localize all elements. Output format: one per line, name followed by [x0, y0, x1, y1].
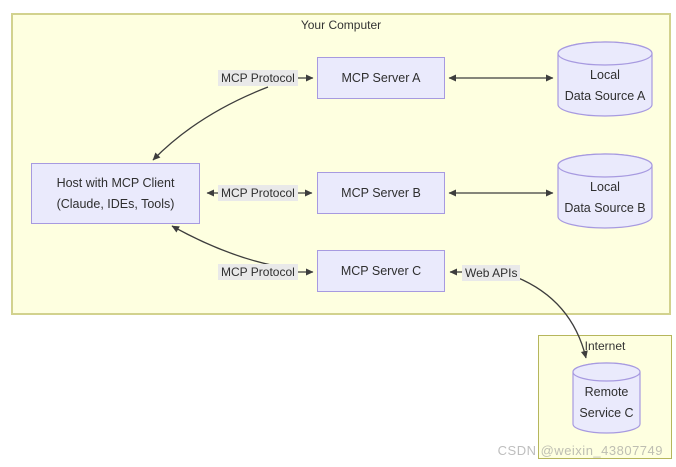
mcp-server-a-label: MCP Server A [341, 70, 421, 85]
host-label-line2: (Claude, IDEs, Tools) [56, 196, 175, 211]
datasource-a-line1: Local [590, 68, 620, 82]
group-title-internet: Internet [584, 339, 626, 353]
remote-service-line2: Service C [579, 406, 634, 420]
edge-label-mcp-protocol-c: MCP Protocol [218, 264, 298, 280]
mcp-server-c-label: MCP Server C [340, 263, 422, 278]
edge-protocol-c-to-host [171, 225, 294, 270]
database-cylinder-icon [572, 362, 641, 434]
mcp-server-b-label: MCP Server B [341, 185, 421, 200]
remote-service-line1: Remote [584, 385, 629, 399]
group-internet: Internet [538, 335, 672, 459]
host-label-line1: Host with MCP Client [56, 175, 175, 190]
edge-web-apis-to-remote-service [515, 276, 588, 359]
edge-label-web-apis: Web APIs [462, 265, 521, 281]
group-title-your-computer: Your Computer [300, 18, 382, 32]
node-mcp-server-b: MCP Server B [317, 172, 445, 214]
watermark: CSDN @weixin_43807749 [497, 443, 663, 458]
edge-protocol-a-to-host [152, 86, 269, 161]
edge-label-mcp-protocol-b: MCP Protocol [218, 185, 298, 201]
database-cylinder-icon [557, 153, 653, 229]
datasource-b-line2: Data Source B [564, 201, 646, 215]
datasource-a-line2: Data Source A [564, 89, 646, 103]
database-cylinder-icon [557, 41, 653, 117]
node-local-data-source-a: Local Data Source A [557, 41, 653, 117]
node-mcp-server-c: MCP Server C [317, 250, 445, 292]
datasource-b-line1: Local [590, 180, 620, 194]
node-local-data-source-b: Local Data Source B [557, 153, 653, 229]
node-host-with-mcp-client: Host with MCP Client (Claude, IDEs, Tool… [31, 163, 200, 224]
node-remote-service-c: Remote Service C [572, 362, 641, 435]
node-mcp-server-a: MCP Server A [317, 57, 445, 99]
edge-label-mcp-protocol-a: MCP Protocol [218, 70, 298, 86]
